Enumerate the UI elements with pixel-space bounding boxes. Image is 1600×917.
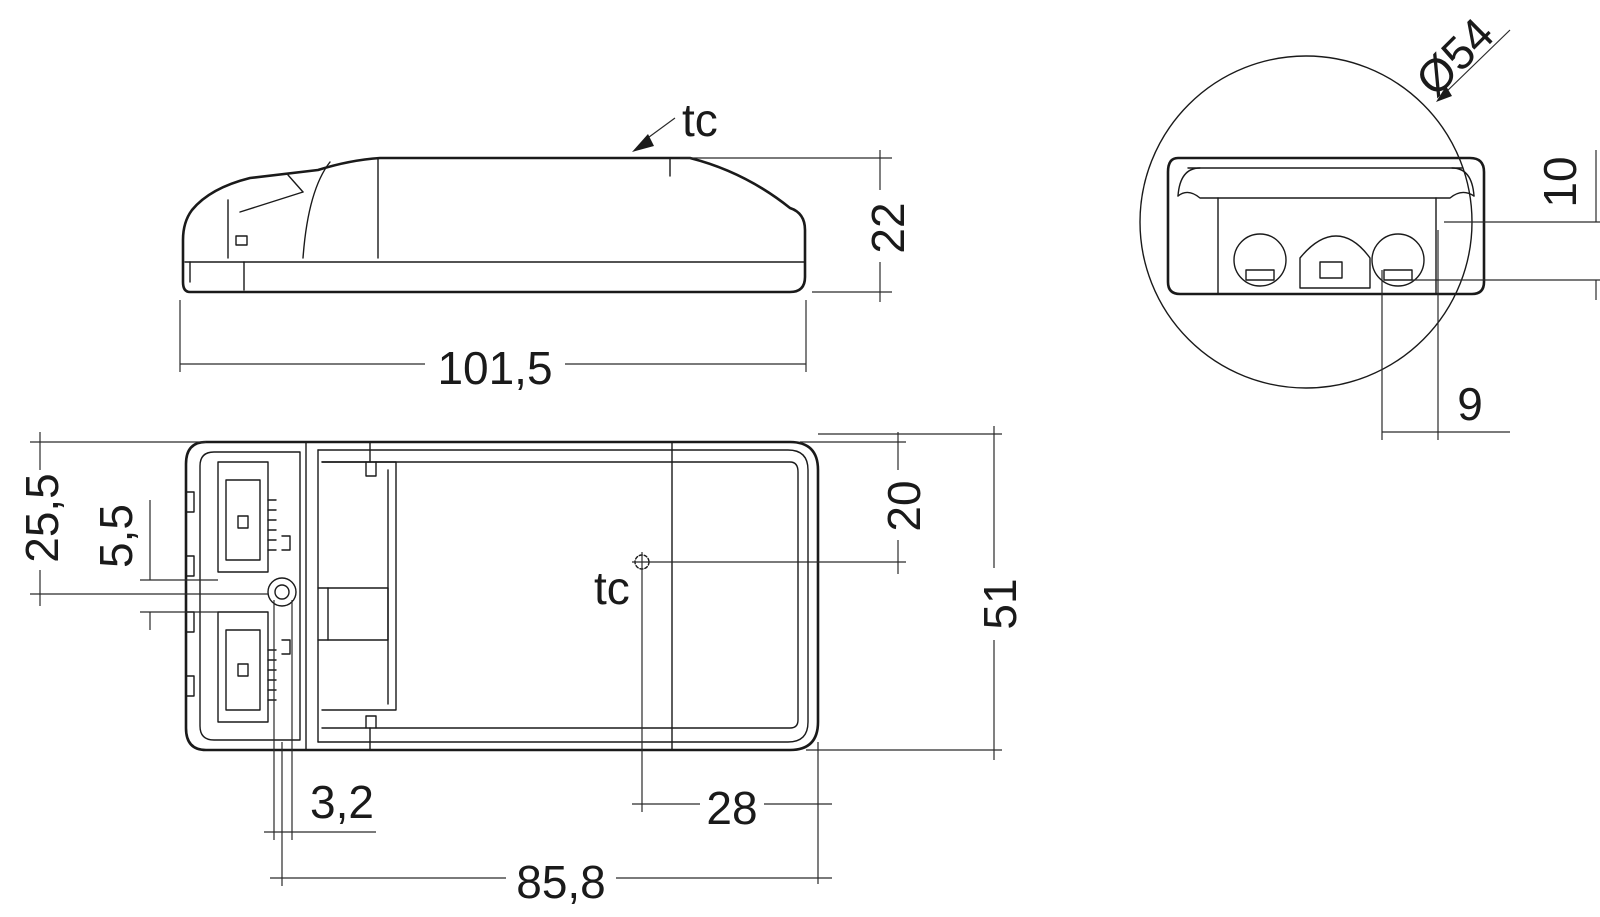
side-view: tc 101,5 22 bbox=[179, 94, 914, 394]
top-view-end-cap-outline bbox=[199, 451, 301, 741]
top-view-connector-2-inner bbox=[225, 629, 261, 711]
end-view-diameter-circle bbox=[1139, 55, 1473, 389]
top-view-center-tab bbox=[317, 587, 389, 641]
end-diameter-leader bbox=[1443, 29, 1511, 95]
top-view-inner-step bbox=[321, 461, 799, 729]
top-connector-pos-label: 25,5 bbox=[16, 473, 68, 563]
top-view-housing-outline bbox=[184, 440, 820, 752]
top-view-connector-1-latch bbox=[281, 535, 291, 551]
top-view-side-tab-2 bbox=[185, 555, 195, 577]
side-tc-arrow bbox=[632, 134, 654, 152]
side-length-label: 101,5 bbox=[437, 342, 552, 394]
end-view-housing-outline bbox=[1166, 156, 1486, 296]
end-hole-pitch-label: 9 bbox=[1457, 378, 1483, 430]
top-view-connector-2-latch bbox=[281, 639, 291, 655]
end-diameter-label: Ø54 bbox=[1406, 8, 1504, 106]
side-tc-label: tc bbox=[682, 94, 718, 146]
end-view-inner-top-shoulder bbox=[1177, 191, 1475, 199]
side-view-cap-curve bbox=[302, 161, 331, 259]
end-view-inner-left bbox=[1177, 167, 1201, 197]
side-tc-leader bbox=[644, 117, 676, 141]
top-view-inner-outline bbox=[317, 449, 809, 743]
end-hole-height-label: 10 bbox=[1534, 156, 1586, 207]
top-view-release-hole bbox=[267, 577, 297, 607]
end-diameter-arrow bbox=[1436, 86, 1452, 102]
end-view: Ø54 10 9 bbox=[1139, 8, 1600, 440]
top-connector-pitch-label: 5,5 bbox=[90, 504, 142, 568]
top-length-label: 85,8 bbox=[516, 856, 606, 908]
top-view: tc 20 51 28 85,8 3,2 25,5 bbox=[16, 426, 1026, 908]
side-height-label: 22 bbox=[862, 202, 914, 253]
end-view-hole-right bbox=[1371, 233, 1425, 287]
top-view-connector-1-inner bbox=[225, 479, 261, 561]
top-view-connector-1-teeth bbox=[267, 499, 277, 551]
top-view-connector-1-pin bbox=[237, 515, 249, 529]
top-view-connector-2-pin bbox=[237, 663, 249, 677]
top-width-label: 51 bbox=[974, 578, 1026, 629]
top-view-side-tab-1 bbox=[185, 491, 195, 513]
side-view-switch bbox=[235, 235, 248, 246]
top-view-connector-2-teeth bbox=[267, 649, 277, 701]
top-view-connector-1 bbox=[217, 461, 269, 573]
end-view-hole-left bbox=[1233, 233, 1287, 287]
end-view-hole-left-clip bbox=[1245, 269, 1275, 281]
side-view-cap-slope bbox=[239, 191, 304, 213]
end-view-center-bridge bbox=[1299, 235, 1371, 289]
top-view-notch-bottom bbox=[365, 715, 377, 729]
top-view-cover-plate bbox=[321, 461, 397, 711]
top-view-release-hole-inner bbox=[274, 584, 290, 600]
top-tc-label: tc bbox=[594, 562, 630, 614]
top-view-notch-top bbox=[365, 461, 377, 477]
top-view-connector-2 bbox=[217, 611, 269, 723]
end-view-hole-right-clip bbox=[1383, 269, 1413, 281]
end-view-inner-right bbox=[1451, 167, 1475, 197]
end-view-switch bbox=[1319, 261, 1343, 279]
top-tc-edge-label: 20 bbox=[878, 480, 930, 531]
top-view-side-tab-4 bbox=[185, 675, 195, 697]
side-view-cap-joint bbox=[287, 174, 304, 193]
side-view-housing-outline bbox=[181, 156, 807, 294]
top-slot-label: 3,2 bbox=[310, 776, 374, 828]
top-tc-end-label: 28 bbox=[706, 782, 757, 834]
